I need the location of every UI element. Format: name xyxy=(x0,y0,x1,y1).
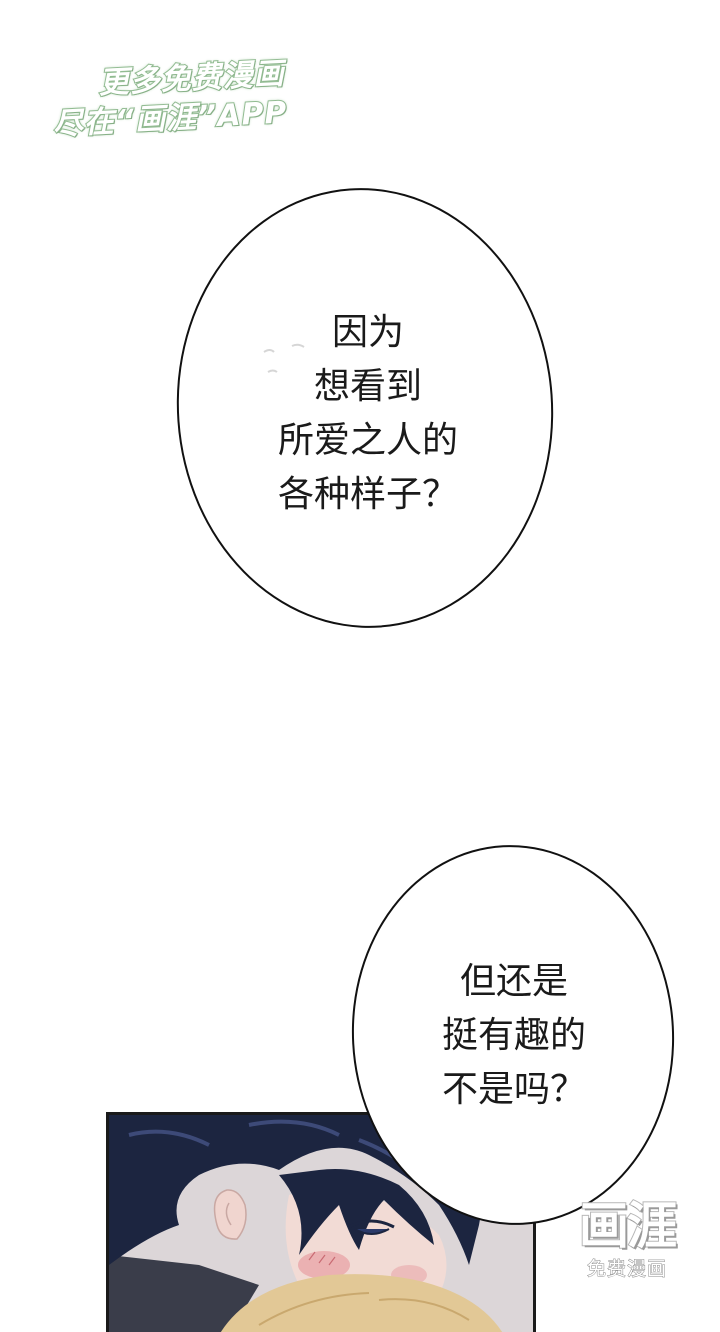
bubble-2-line: 但还是 xyxy=(459,961,568,1002)
watermark-subtitle: 免费漫画 xyxy=(586,1258,667,1281)
watermark-logo: 画涯 xyxy=(578,1196,678,1256)
watermark-top-line2: 尽在“画涯”APP xyxy=(51,94,289,143)
bubble-1-line: 因为 xyxy=(331,312,404,353)
ear xyxy=(213,1189,247,1240)
speech-bubble-1-text: 因为 想看到 所爱之人的 各种样子？ xyxy=(228,306,508,522)
bubble-2-line: 挺有趣的 xyxy=(441,1015,586,1056)
eye xyxy=(348,1219,395,1229)
watermark-top: 更多免费漫画 尽在“画涯”APP xyxy=(50,52,344,157)
panel-artwork xyxy=(109,1115,533,1332)
blond-hair xyxy=(220,1274,503,1332)
faint-ink-marks xyxy=(263,343,305,373)
bubble-2-line: 不是吗？ xyxy=(441,1069,586,1110)
speech-bubble-2-text: 但还是 挺有趣的 不是吗？ xyxy=(404,955,624,1117)
bubble-1-line: 想看到 xyxy=(313,366,422,407)
bubble-1-line: 各种样子？ xyxy=(277,474,458,515)
watermark-bottom: 画涯 免费漫画 xyxy=(562,1196,692,1296)
bubble-1-line: 所爱之人的 xyxy=(277,420,458,461)
clothing-shape xyxy=(109,1255,259,1332)
